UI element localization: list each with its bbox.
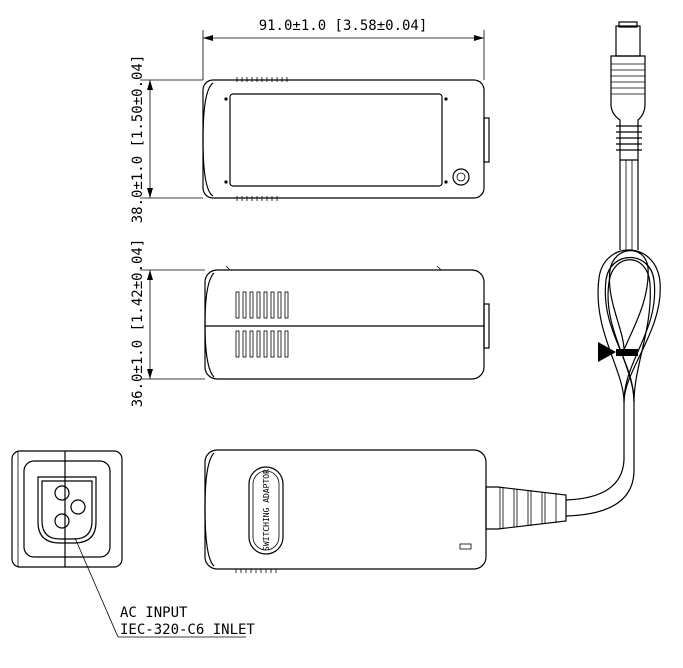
- inlet-pin-icon: [54, 485, 86, 529]
- badge-label: SWITCHING ADAPTOR: [262, 469, 271, 551]
- adapter-bottom-view: SWITCHING ADAPTOR: [204, 449, 567, 573]
- width-dimension-label: 91.0±1.0 [3.58±0.04]: [259, 18, 428, 34]
- height-dimension-side-label: 36.0±1.0 [1.42±0.04]: [130, 239, 146, 408]
- inlet-type-label: IEC-320-C6 INLET: [120, 622, 255, 638]
- width-dimension: 91.0±1.0 [3.58±0.04]: [202, 18, 485, 80]
- switching-adaptor-badge: SWITCHING ADAPTOR: [248, 466, 284, 555]
- dc-cable: [565, 160, 661, 517]
- cable-tie: [598, 342, 638, 362]
- height-dimension-side: 36.0±1.0 [1.42±0.04]: [130, 239, 205, 408]
- adapter-side-view: [204, 265, 490, 380]
- dc-plug: [610, 21, 646, 161]
- height-dimension-top-label: 38.0±1.0 [1.50±0.04]: [130, 55, 146, 224]
- adapter-top-view: [202, 77, 490, 201]
- height-dimension-top: 38.0±1.0 [1.50±0.04]: [130, 55, 203, 224]
- strain-relief: [485, 486, 567, 530]
- ac-input-callout: AC INPUT IEC-320-C6 INLET: [74, 537, 255, 638]
- ac-inlet-end-view: [11, 450, 123, 568]
- screw-icon: [452, 168, 470, 186]
- ac-input-label: AC INPUT: [120, 605, 188, 621]
